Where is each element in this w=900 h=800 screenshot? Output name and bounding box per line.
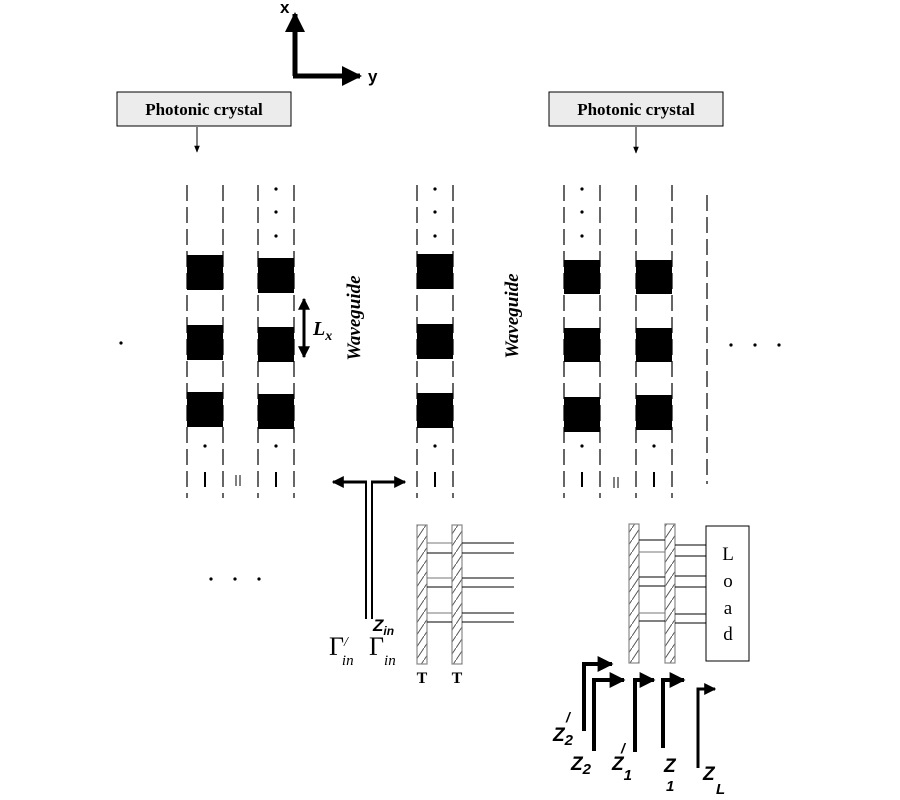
z2-prime-arrow [582,656,614,731]
coordinate-axes: x y [280,0,378,86]
reflection-arrows [331,476,407,619]
continuation-dot [274,210,278,214]
dielectric-block [258,258,294,293]
dielectric-block [564,397,600,432]
load-box [705,525,750,662]
z2-label: Z2 [570,754,592,778]
z1-prime-mark: / [620,740,627,756]
t-label: T [417,670,428,687]
continuation-dot [580,444,584,448]
zl-arrow [696,683,717,768]
dielectric-block [564,260,600,294]
continuation-dot [580,187,584,191]
slab [451,524,463,665]
photonic-crystal-text: Photonic crystal [577,100,695,119]
dielectric-block [187,325,223,360]
ellipsis-bottom-left [209,577,261,581]
dielectric-block [417,254,453,289]
dielectric-block [417,324,453,359]
continuation-dot [433,444,437,448]
z1-prime-label: Z1 [611,754,632,784]
gamma-in-prime-label: Γ/in [329,632,354,669]
continuation-dot [580,210,584,214]
continuation-dot [274,187,278,191]
continuation-dot [274,444,278,448]
period-label: Lx [312,318,332,344]
waveguide-label-left: Waveguide [344,275,365,361]
break-marks [235,475,619,488]
dielectric-block [187,255,223,290]
period-indicator: Lx [298,297,332,359]
ellipsis-right [729,343,781,347]
dielectric-block [636,395,672,430]
continuation-dot [433,187,437,191]
dielectric-block [636,260,672,294]
photonic-crystal-label-left: Photonic crystal [116,91,292,153]
z1-prime-arrow [633,672,656,752]
continuation-dot [433,210,437,214]
photonic-crystal-label-right: Photonic crystal [548,91,724,154]
dielectric-block [258,394,294,429]
continuation-dot [203,444,207,448]
dielectric-block [417,393,453,428]
z2-prime-label: Z2 [552,725,574,749]
continuation-dot [652,444,656,448]
z1-arrow [661,672,686,748]
slab [664,523,676,664]
transmission-line-section-right: L o a d [628,523,750,664]
t-label: T [452,670,463,687]
photonic-crystal-text: Photonic crystal [145,100,263,119]
dielectric-block [564,328,600,362]
y-axis-label: y [368,67,378,86]
slab [628,523,640,664]
continuation-dot [274,234,278,238]
dielectric-block [258,327,294,362]
waveguide-label-right: Waveguide [502,273,523,359]
continuation-dot [433,234,437,238]
gamma-in-label: Γin [369,632,396,669]
slab [416,524,428,665]
continuation-dot [580,234,584,238]
z-in-label: Zin [372,616,394,638]
load-letter: d [723,624,733,645]
transmission-line-section-middle: T T [416,524,514,687]
load-letter: a [724,598,733,619]
z2-prime-mark: / [565,709,572,725]
zl-label: ZL [702,764,725,798]
dielectric-block [187,392,223,427]
load-letter: o [723,571,733,592]
ellipsis-dot [119,341,123,345]
x-axis-label: x [280,0,290,17]
crystal-columns [186,185,673,498]
z2-arrow [592,672,626,751]
load-letter: L [722,544,734,565]
dielectric-block [636,328,672,362]
impedance-arrows [582,656,717,768]
